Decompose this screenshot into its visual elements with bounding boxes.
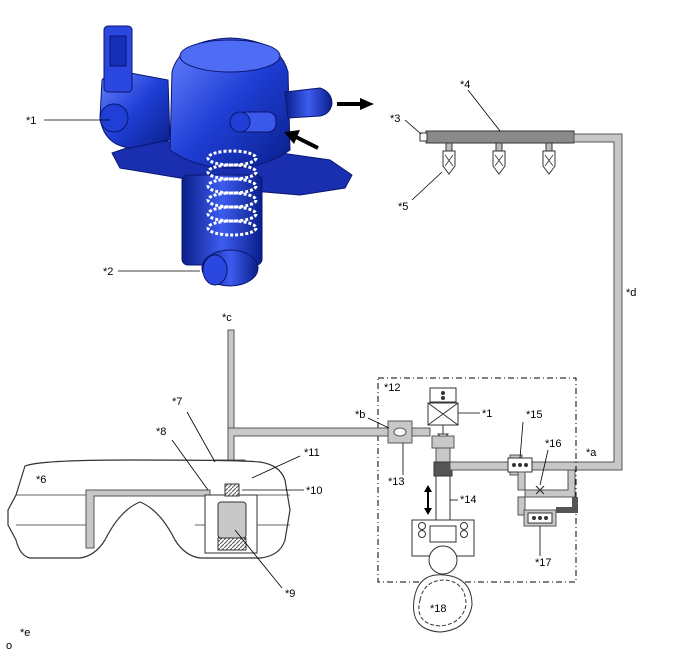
fuel-tank (7, 459, 291, 559)
fuel-rail (419, 130, 575, 175)
pump-schematic-leaders (367, 412, 549, 556)
label-1: *1 (26, 115, 36, 127)
label-6: *6 (36, 474, 46, 486)
fuel-pump-illustration (99, 25, 374, 287)
label-a: *a (586, 447, 597, 459)
tank-leaders (171, 411, 304, 589)
label-5: *5 (398, 201, 408, 213)
label-e: *e (20, 627, 30, 639)
label-1b: *1 (482, 408, 492, 420)
label-8: *8 (156, 426, 166, 438)
rail-leaders (404, 89, 501, 201)
labels: *1 *2 *3 *4 *5 *6 *7 *8 *9 *10 *11 *12 *… (6, 79, 636, 652)
label-14: *14 (460, 494, 477, 506)
low-pressure-line (209, 329, 431, 483)
label-7: *7 (172, 396, 182, 408)
label-b: *b (355, 409, 365, 421)
label-17: *17 (535, 557, 552, 569)
pump-leaders (44, 119, 200, 272)
label-12: *12 (384, 382, 401, 394)
label-13: *13 (388, 476, 405, 488)
label-3: *3 (390, 113, 400, 125)
label-c: *c (222, 312, 232, 324)
label-15: *15 (526, 409, 543, 421)
label-2: *2 (103, 266, 113, 278)
label-18: *18 (430, 603, 447, 615)
label-9: *9 (285, 588, 295, 600)
corner-code: o (6, 640, 12, 652)
pump-schematic (411, 387, 578, 633)
pump-boundary (377, 377, 577, 583)
label-11: *11 (304, 447, 320, 459)
label-16: *16 (545, 438, 562, 450)
label-4: *4 (460, 79, 470, 91)
label-10: *10 (306, 485, 323, 497)
label-d: *d (626, 287, 636, 299)
